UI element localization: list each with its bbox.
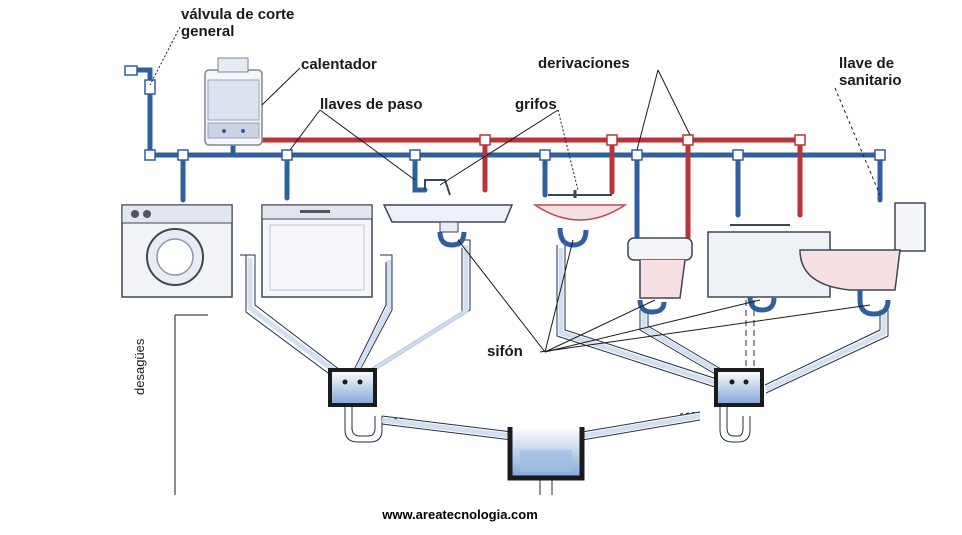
label-llaves-de-paso: llaves de paso: [320, 96, 423, 113]
drain-box-left: [328, 368, 377, 407]
label-llave-de-sanitario: llave de sanitario: [839, 55, 902, 89]
collector-tank: [507, 427, 585, 481]
water-heater: [204, 57, 263, 146]
label-grifos: grifos: [515, 96, 557, 113]
bidet: [627, 237, 693, 315]
washing-machine: [121, 204, 233, 298]
drain-pipes: [240, 239, 889, 495]
dishwasher: [261, 204, 373, 298]
toilet: [799, 202, 926, 317]
leader-lines: [149, 26, 881, 495]
hot-water-pipes: [259, 137, 803, 241]
label-derivaciones: derivaciones: [538, 55, 630, 72]
label-calentador: calentador: [301, 56, 377, 73]
footer-url: www.areatecnologia.com: [382, 507, 538, 522]
label-valvula-corte-general: válvula de corte general: [181, 6, 295, 40]
bathroom-basin: [532, 190, 628, 248]
label-sifon: sifón: [487, 343, 523, 360]
pipe-fittings: [124, 65, 886, 161]
drain-fill: [247, 245, 887, 439]
drain-box-right: [714, 368, 764, 407]
kitchen-sink: [382, 179, 514, 248]
label-desagues: desagües: [132, 338, 147, 395]
